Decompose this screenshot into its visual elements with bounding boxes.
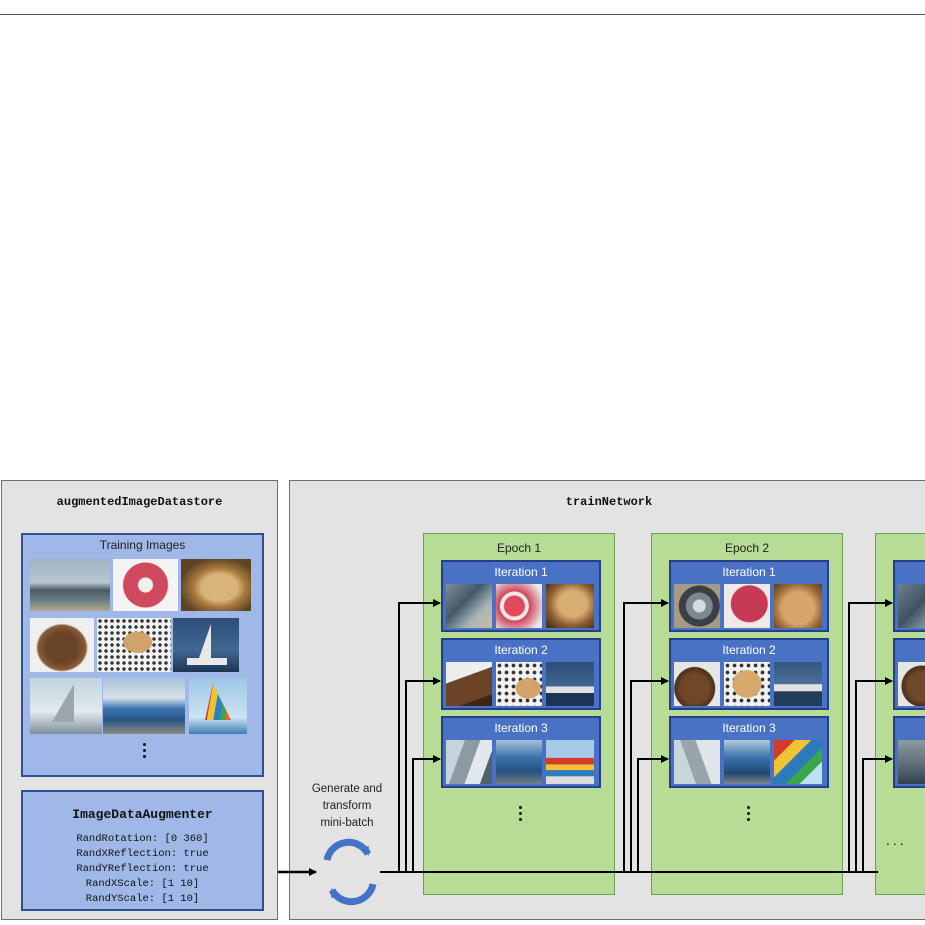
training-photo-dog — [181, 559, 251, 611]
epoch-1-box: Epoch 1 Iteration 1 Iteration 2 Iteratio… — [423, 533, 615, 895]
mini-batch-photo — [724, 740, 770, 784]
training-images-box: Training Images — [21, 533, 264, 777]
training-photo-hat — [113, 559, 178, 611]
mini-batch-photo — [674, 740, 720, 784]
mini-batch-photo — [546, 662, 594, 706]
epoch-2-label: Epoch 2 — [724, 541, 770, 555]
mini-batch-photo — [446, 584, 492, 628]
mini-batch-photo — [898, 662, 925, 706]
epoch-1-label: Epoch 1 — [496, 541, 542, 555]
augmenter-line: RandYReflection: true — [76, 863, 209, 875]
mini-batch-photo — [446, 740, 492, 784]
iteration-label: Iteration 3 — [722, 721, 776, 735]
top-rule — [0, 14, 925, 15]
training-photo-sail — [30, 678, 102, 734]
epoch-2-box: Epoch 2 Iteration 1 Iteration 2 Iteratio… — [651, 533, 843, 895]
epoch-1-iteration-2: Iteration 2 — [441, 638, 601, 710]
training-photo-colorful-sail — [189, 678, 247, 734]
mini-batch-photo — [496, 662, 542, 706]
training-photo-blue-car — [103, 678, 185, 734]
mini-batch-photo — [496, 584, 542, 628]
epoch-3-iteration-3 — [893, 716, 925, 788]
datastore-title: augmentedImageDatastore — [56, 495, 223, 509]
epoch-1-iteration-1: Iteration 1 — [441, 560, 601, 632]
iteration-label: Iteration 3 — [494, 721, 548, 735]
epoch-1-iteration-3: Iteration 3 — [441, 716, 601, 788]
training-photo-brown-hat — [30, 618, 94, 672]
generate-caption: Generate and transform mini-batch — [311, 783, 383, 829]
mini-batch-photo — [446, 662, 492, 706]
mini-batch-photo — [546, 584, 594, 628]
mini-batch-photo — [496, 740, 542, 784]
augmenter-box: ImageDataAugmenter RandRotation: [0 360]… — [21, 790, 264, 911]
mini-batch-photo — [546, 740, 594, 784]
iteration-label: Iteration 1 — [494, 565, 548, 579]
mini-batch-photo — [898, 584, 925, 628]
iteration-label: Iteration 2 — [722, 643, 776, 657]
mini-batch-photo — [724, 662, 770, 706]
training-photo-car — [30, 559, 110, 611]
training-photo-sailboat — [173, 618, 239, 672]
train-network-title: trainNetwork — [565, 495, 653, 509]
training-photo-dog-dots — [97, 618, 171, 672]
training-images-label: Training Images — [99, 538, 186, 552]
training-images-more-icon — [141, 743, 147, 761]
epoch-2-iteration-1: Iteration 1 — [669, 560, 829, 632]
epoch-2-more-icon — [745, 806, 751, 824]
iteration-label: Iteration 1 — [722, 565, 776, 579]
mini-batch-photo — [898, 740, 925, 784]
augmenter-line: RandYScale: [1 10] — [85, 893, 200, 905]
mini-batch-photo — [724, 584, 770, 628]
iteration-label: Iteration 2 — [494, 643, 548, 657]
epoch-3-iteration-2 — [893, 638, 925, 710]
mini-batch-photo — [674, 584, 720, 628]
mini-batch-photo — [774, 662, 822, 706]
mini-batch-photo — [774, 740, 822, 784]
mini-batch-photo — [674, 662, 720, 706]
datastore-panel: augmentedImageDatastore Training Images … — [1, 480, 278, 920]
epoch-1-more-icon — [517, 806, 523, 824]
epoch-2-iteration-2: Iteration 2 — [669, 638, 829, 710]
augmenter-line: RandXReflection: true — [76, 848, 209, 860]
epoch-2-iteration-3: Iteration 3 — [669, 716, 829, 788]
epoch-3-iteration-1 — [893, 560, 925, 632]
continuation-dots: ... — [886, 832, 907, 848]
augmenter-title: ImageDataAugmenter — [72, 807, 213, 822]
mini-batch-photo — [774, 584, 822, 628]
augmenter-line: RandXScale: [1 10] — [85, 878, 200, 890]
augmenter-line: RandRotation: [0 360] — [76, 833, 209, 845]
